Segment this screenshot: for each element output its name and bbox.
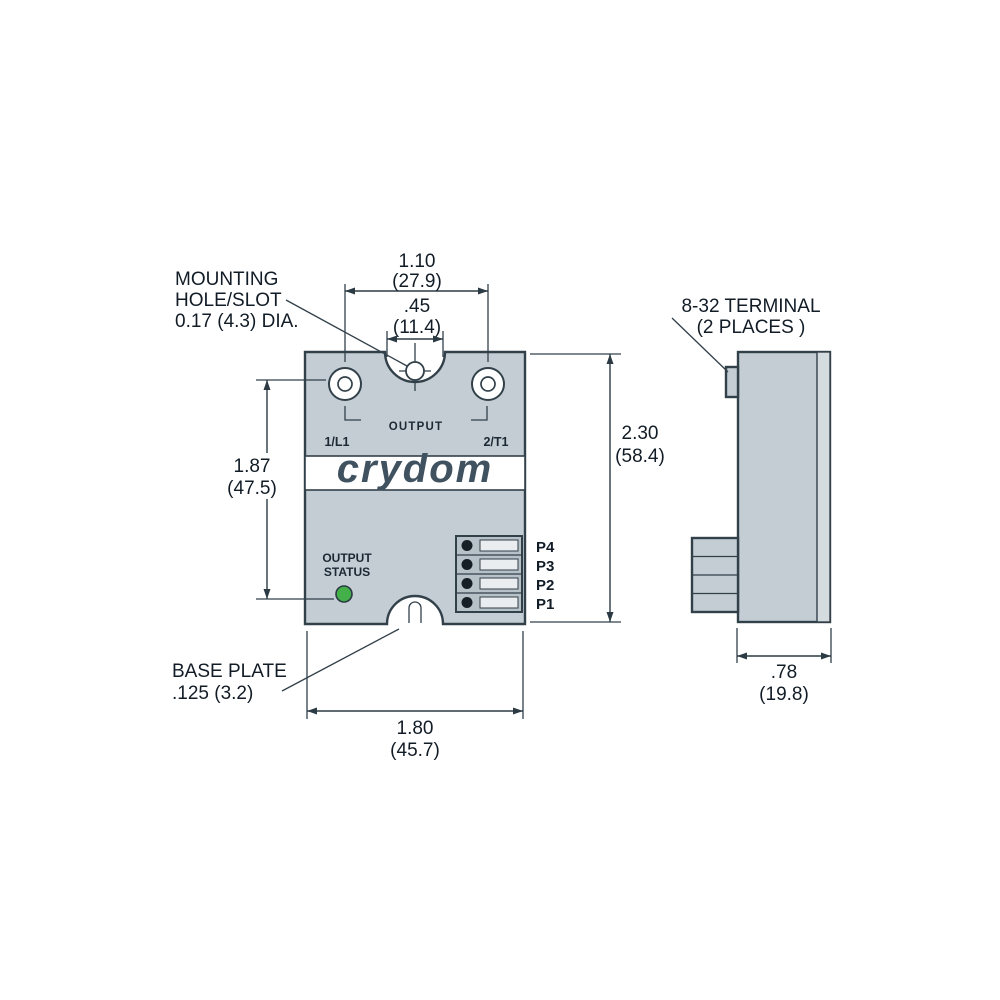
connector-pin [461,597,473,608]
callout-terminal-line2: (2 PLACES ) [697,317,806,338]
pin-label-p3: P3 [536,558,554,575]
connector-slot [479,558,519,571]
terminal-right-label: 2/T1 [483,435,508,449]
mounting-hole-top [399,343,431,391]
mounting-slot-bottom [408,601,422,623]
connector-pin [461,578,473,589]
terminal-left-outer [328,367,362,401]
terminal-right-outer [471,367,505,401]
pin-connector-front [455,535,523,613]
connector-slot [479,596,519,609]
dim-overall-height-mm: (58.4) [615,446,665,467]
dim-top-width: 1.10 (27.9) [344,251,489,362]
terminal-screw-side [724,365,740,399]
dim-slot-width-in: .45 [404,296,430,317]
dim-overall-height-in: 2.30 [622,423,659,444]
base-plate-side [816,351,831,623]
pin-connector-side [690,536,740,614]
front-view: crydom OUTPUT 1/L1 2/T1 OUTPUT STATUS [303,343,555,626]
status-label-line2: STATUS [324,565,370,579]
callout-mounting-line3: 0.17 (4.3) DIA. [175,311,299,332]
leader-line [281,628,400,692]
output-bracket-right [471,406,488,421]
callout-terminal: 8-32 TERMINAL (2 PLACES ) [671,296,821,373]
relay-body-side [736,350,832,624]
dim-slot-width: .45 (11.4) [386,296,444,357]
terminal-left-label: 1/L1 [324,435,349,449]
callout-mounting-hole: MOUNTING HOLE/SLOT 0.17 (4.3) DIA. [175,269,408,367]
connector-pin [461,559,473,570]
dim-overall-height: 2.30 (58.4) [530,353,665,623]
output-bracket-left [344,406,361,421]
mounting-hole [405,361,425,381]
dim-depth: .78 (19.8) [736,628,832,705]
dim-depth-in: .78 [771,662,797,683]
dim-overall-width-in: 1.80 [397,718,434,739]
dim-depth-mm: (19.8) [759,684,809,705]
logo-band [304,455,526,491]
connector-slot [479,539,519,552]
terminal-right-inner [480,376,496,392]
brand-logo: crydom [337,447,494,491]
pin-label-p2: P2 [536,577,554,594]
dim-overall-width: 1.80 (45.7) [306,631,524,761]
callout-base-plate: BASE PLATE .125 (3.2) [172,628,400,704]
leader-line [285,299,408,367]
terminal-right [471,367,505,401]
dim-mount-height: 1.87 (47.5) [227,379,334,600]
output-label: OUTPUT [389,421,443,433]
dim-top-width-in: 1.10 [399,251,436,272]
dim-mount-height-in: 1.87 [234,456,271,477]
leader-line [671,317,729,373]
terminal-left-inner [337,376,353,392]
status-label-line1: OUTPUT [322,551,372,565]
dim-mount-height-mm: (47.5) [227,478,277,499]
connector-pin [461,540,473,551]
callout-base-plate-line2: .125 (3.2) [172,683,253,704]
callout-base-plate-line1: BASE PLATE [172,661,287,682]
pin-label-p1: P1 [536,596,554,613]
callout-terminal-line1: 8-32 TERMINAL [681,296,820,317]
dim-top-width-mm: (27.9) [392,271,442,292]
callout-mounting-line2: HOLE/SLOT [175,290,282,311]
pin-label-p4: P4 [536,539,555,556]
dim-overall-width-mm: (45.7) [390,740,440,761]
connector-slot [479,577,519,590]
terminal-left [328,367,362,401]
dim-slot-width-mm: (11.4) [393,317,441,338]
callout-mounting-line1: MOUNTING [175,269,278,290]
side-view [690,350,832,624]
status-led [335,585,353,603]
